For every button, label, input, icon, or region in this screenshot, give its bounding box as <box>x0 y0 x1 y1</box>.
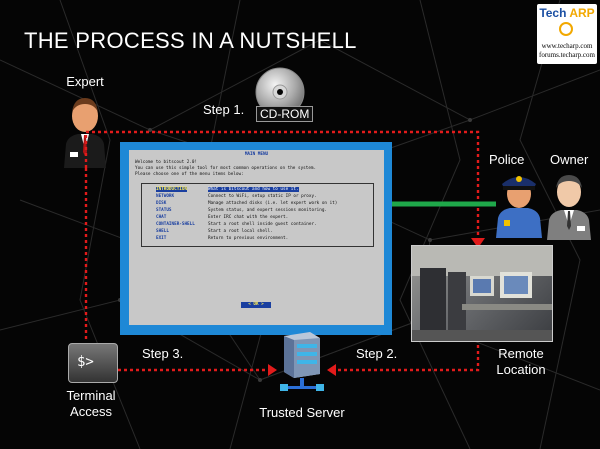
logo-ring-icon <box>559 22 573 36</box>
menu-item-desc: Start a root local shell. <box>208 229 273 234</box>
trusted-server-label: Trusted Server <box>259 405 345 420</box>
terminal-icon: $> <box>68 343 118 383</box>
step2-label: Step 2. <box>356 346 398 361</box>
menu-item-key: SHELL <box>156 229 169 234</box>
screen-title: MAIN MENU <box>244 152 269 157</box>
menu-item-desc: Enter IRC chat with the expert. <box>208 215 289 220</box>
menu-item-desc: Return to previous environment. <box>208 236 289 241</box>
menu-item-desc: Start a root shell inside guest containe… <box>208 222 317 227</box>
server-icon <box>280 332 324 391</box>
menu-item-key: DISK <box>156 201 167 206</box>
logo-url: www.techarp.com <box>541 42 593 50</box>
logo-forum-url: forums.techarp.com <box>539 51 595 59</box>
ok-button[interactable]: < OK > <box>241 302 271 308</box>
menu-item-key: STATUS <box>156 208 172 213</box>
screen-intro-line: You can use this simple tool for most co… <box>135 166 317 171</box>
remote-location-label-line2: Location <box>496 362 546 377</box>
police-label: Police <box>489 152 525 167</box>
police-person-icon <box>496 176 542 238</box>
menu-list: INTRODUCTION What is bitscout and how to … <box>141 183 374 247</box>
step1-label: Step 1. <box>203 102 245 117</box>
remote-location-label-line1: Remote <box>498 346 544 361</box>
bitscout-terminal-screen: MAIN MENU Welcome to bitscout 2.0! You c… <box>129 150 384 325</box>
menu-item-key: NETWORK <box>156 194 175 199</box>
menu-item-desc: System status, and expert sessions monit… <box>208 208 327 213</box>
step3-label: Step 3. <box>142 346 184 361</box>
expert-person-icon <box>64 98 106 168</box>
cd-rom-label: CD-ROM <box>256 106 314 122</box>
menu-item-desc: Manage attached disks (i.e. let expert w… <box>208 201 338 206</box>
server-room-illustration <box>412 246 552 341</box>
cd-rom-disc-icon <box>255 67 305 117</box>
terminal-access-label-line2: Access <box>70 404 112 419</box>
menu-item-desc: What is bitscout and how to use it. <box>208 187 299 192</box>
techarp-logo: Tech ARP www.techarp.com forums.techarp.… <box>537 4 597 64</box>
owner-label: Owner <box>550 152 589 167</box>
menu-item-key: CONTAINER-SHELL <box>156 222 195 227</box>
logo-brand-b: ARP <box>569 6 595 20</box>
owner-person-icon <box>547 175 591 240</box>
logo-brand: Tech ARP <box>539 6 595 20</box>
menu-item-key: INTRODUCTION <box>156 187 188 192</box>
logo-brand-a: Tech <box>539 6 567 20</box>
menu-item-key: EXIT <box>156 236 167 241</box>
expert-label: Expert <box>66 74 104 89</box>
terminal-access-label-line1: Terminal <box>66 388 116 403</box>
terminal-prompt: $> <box>77 354 94 370</box>
menu-item-key: CHAT <box>156 215 167 220</box>
screen-intro-line: Welcome to bitscout 2.0! <box>135 160 198 165</box>
remote-location-photo <box>411 245 553 342</box>
screen-intro-line: Please choose one of the menu items belo… <box>135 172 244 177</box>
page-title: THE PROCESS IN A NUTSHELL <box>24 28 357 53</box>
menu-item-desc: Connect to WiFi, setup static IP or prox… <box>208 194 317 199</box>
